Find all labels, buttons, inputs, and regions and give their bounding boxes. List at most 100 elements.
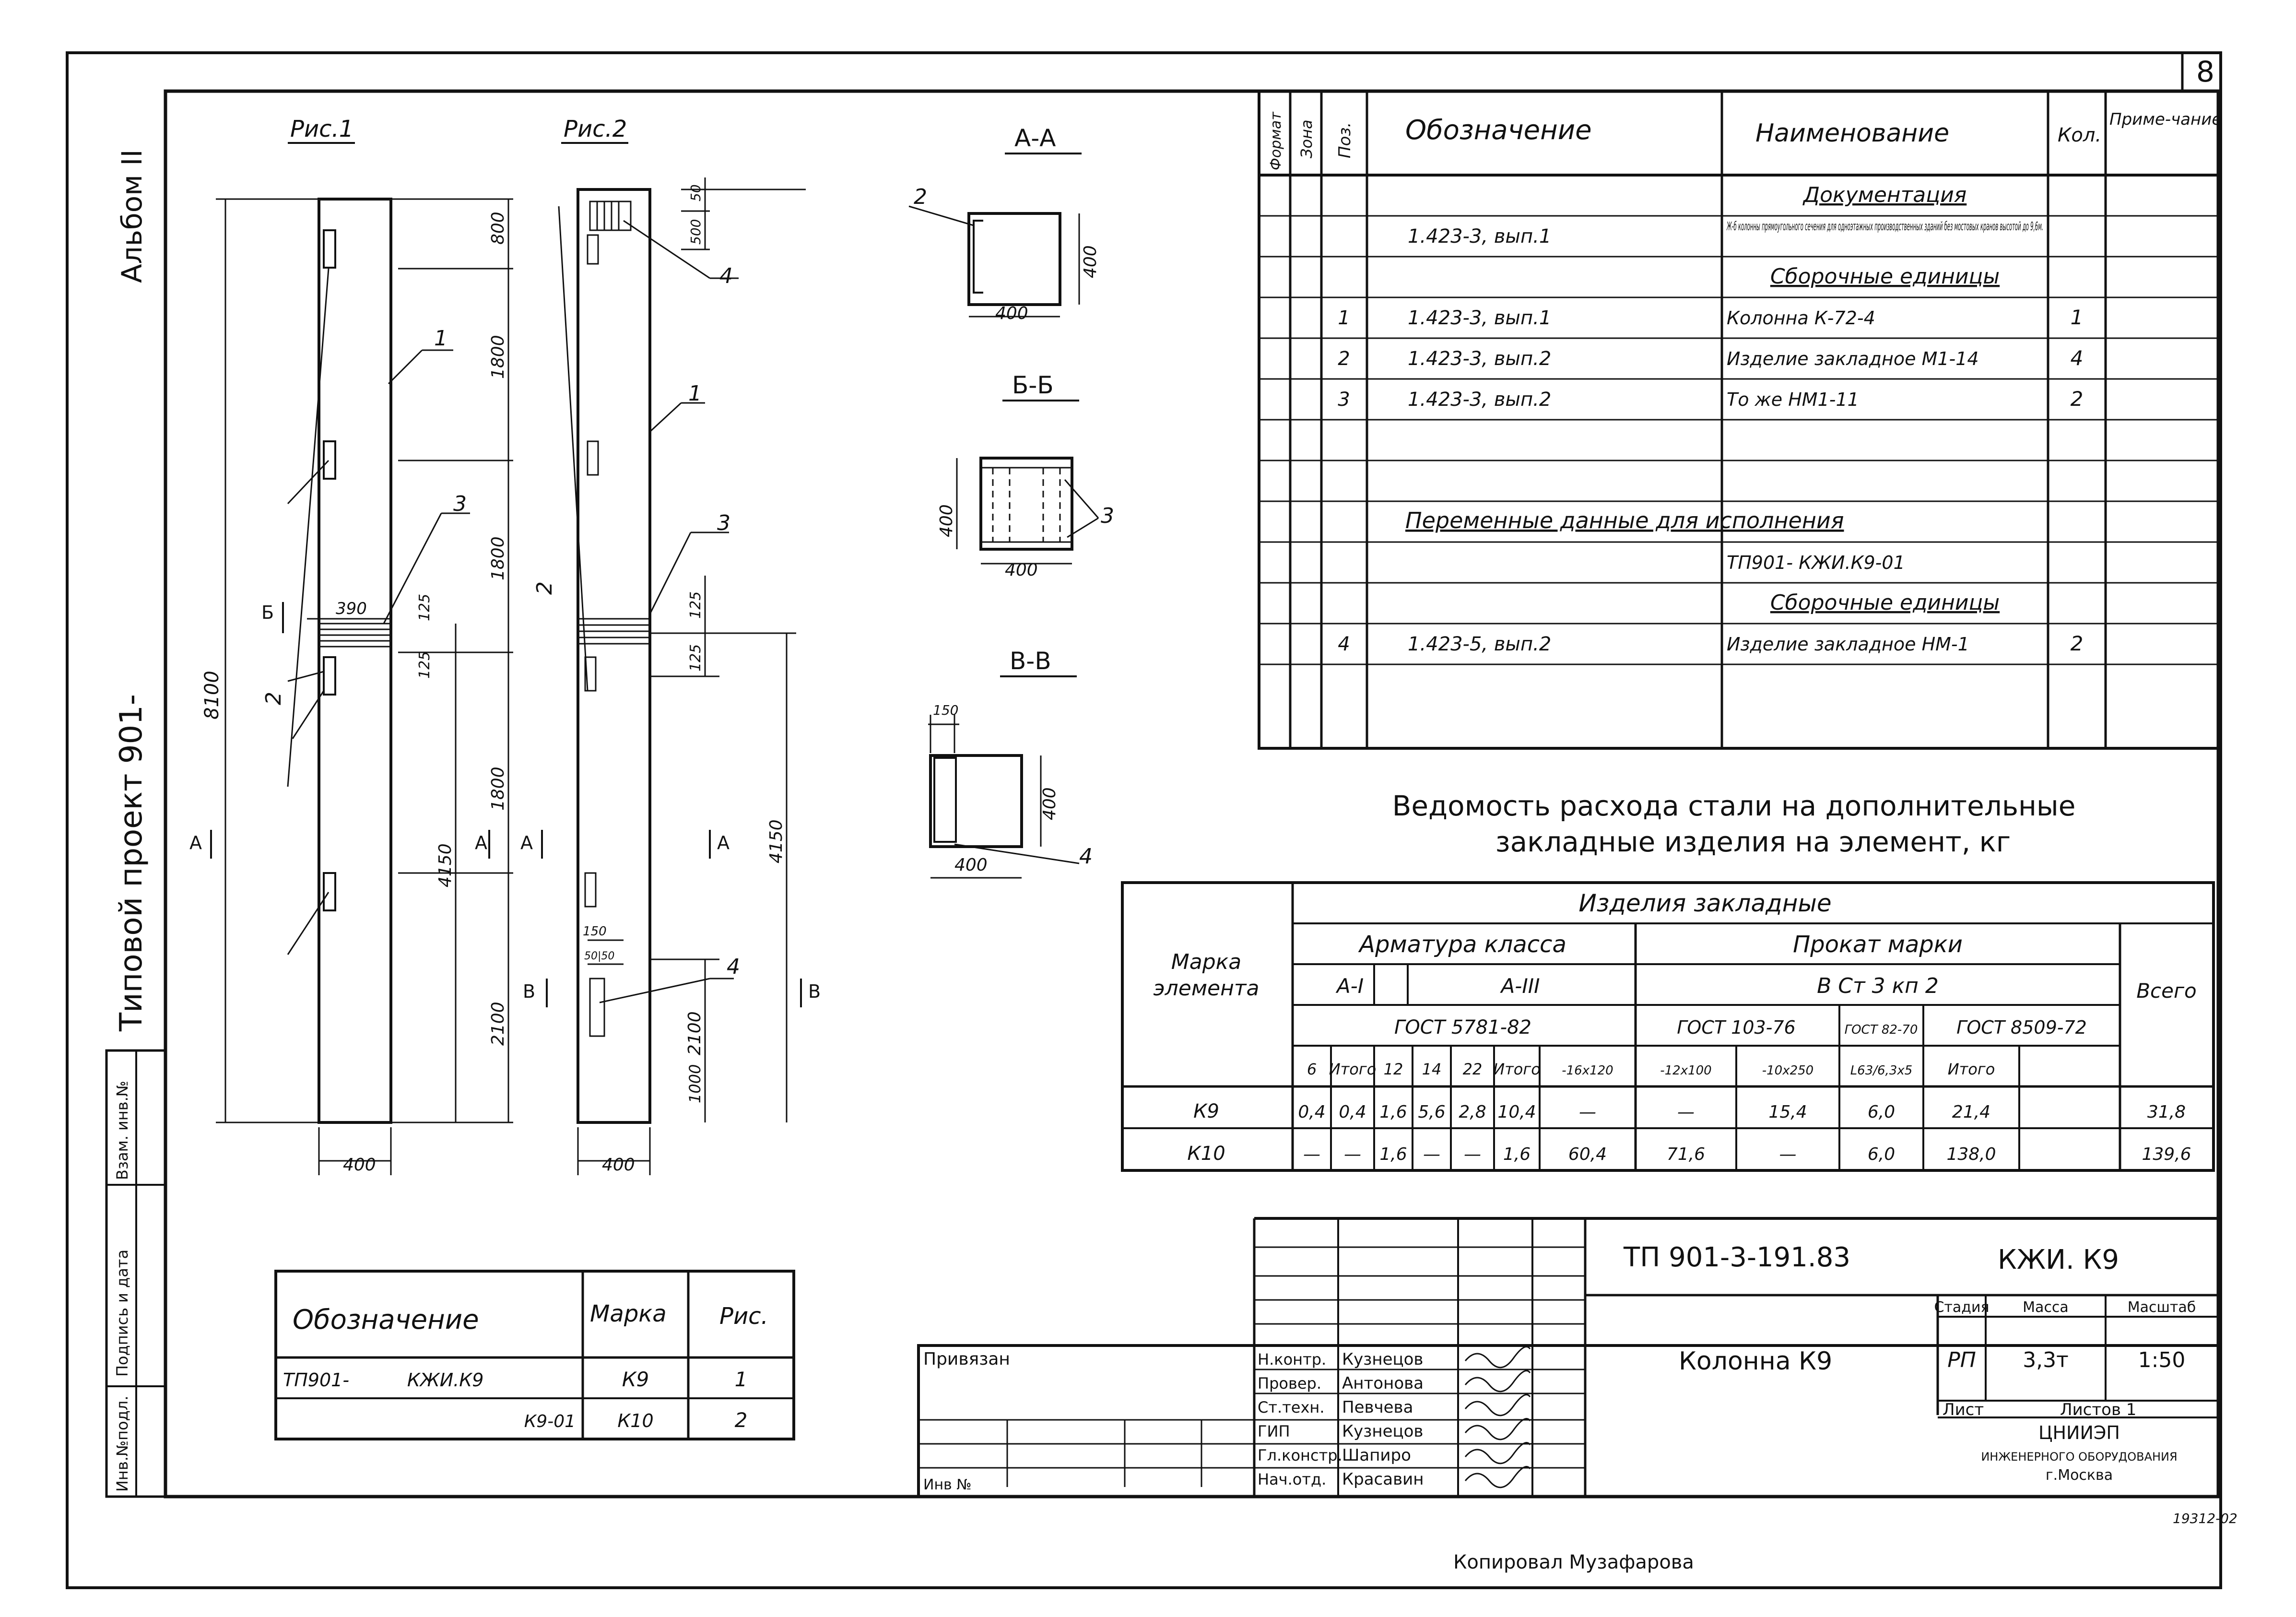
section-aa-dim-width: 400 [995,304,1028,323]
fig1-dim-2100: 2100 [488,1002,508,1046]
signature-scribble [1464,1394,1531,1416]
spec-row-designation: 1.423-3, вып.1 [1408,307,1551,329]
steel-subheader: Итого [1329,1060,1377,1078]
fig2-section-a-right: А [717,832,730,853]
fig2-dim-5050: 50|50 [584,950,614,962]
section-bb-title: Б-Б [1012,371,1054,399]
fig1-embedded-plates [319,229,391,911]
section-vv-dim-150: 150 [933,702,958,718]
fig2-section-marks: А А В В [520,830,821,1007]
sign-role: Провер. [1258,1374,1321,1393]
spec-row-heading: Сборочные единицы [1770,264,2000,289]
fig2-dim-125-a: 125 [687,591,704,619]
title-h-scale: Масштаб [2128,1299,2196,1316]
marks-row2-designation: К9-01 [524,1412,576,1431]
spec-header-name: Наименование [1755,119,1949,148]
marks-row1-fig: 1 [735,1368,748,1391]
section-aa-callout-2: 2 [914,185,927,209]
steel-cell: — [1344,1145,1361,1164]
section-aa-title: А-А [1014,124,1056,152]
column-k9-outline [318,198,392,1124]
title-inv: Инв № [923,1476,971,1493]
spec-table: Формат Зона Поз. Обозначение Наименовани… [1258,90,2222,750]
marks-row1-designation: ТП901- КЖИ.К9 [283,1369,483,1391]
fig1-dimensions [216,198,513,1175]
fig2-callout-2: 2 [532,581,557,595]
fig2-dim-400: 400 [602,1155,635,1175]
steel-row-mark: К10 [1187,1143,1225,1165]
sign-name: Кузнецов [1342,1422,1423,1441]
steel-cell: 21,4 [1952,1102,1990,1122]
steel-cell: 15,4 [1768,1102,1807,1122]
fig1-callout-2: 2 [261,692,286,705]
steel-cell: 1,6 [1379,1145,1407,1164]
steel-h-rebar: Арматура класса [1358,931,1566,958]
steel-cell: 6,0 [1868,1102,1895,1122]
fig1-dim-390: 390 [336,599,367,618]
fig1-section-b-left: Б [261,602,274,623]
fig2-dim-500: 500 [688,219,704,245]
marks-header-mark: Марка [590,1300,667,1327]
footer-copy: Копировал Музафарова [1453,1551,1694,1573]
signature-scribble [1464,1466,1531,1488]
steel-subheader: 6 [1307,1060,1317,1078]
steel-h-a3: А-III [1499,974,1540,998]
spec-header-zone: Зона [1297,119,1316,158]
steel-cell: 60,4 [1568,1145,1607,1164]
spec-header-format: Формат [1268,111,1284,170]
steel-cell: 1,6 [1379,1102,1407,1122]
sign-name: Красавин [1342,1470,1424,1489]
fig1-dim-8100: 8100 [201,671,223,720]
spec-row-name: Изделие закладное НМ-1 [1727,634,1969,655]
steel-h-items: Изделия закладные [1578,889,1831,917]
fig2-section-v-left: В [523,981,535,1002]
title-org-3: г.Москва [2046,1467,2113,1484]
fig2-dim-4150: 4150 [766,819,786,863]
fig2-callout-4b: 4 [727,955,740,979]
fig1-dim-125-a: 125 [416,594,433,621]
fig1-dim-4150: 4150 [436,843,455,887]
fig1-leaders [287,268,470,955]
spec-row-name: То же НМ1-11 [1727,389,1859,410]
steel-cell: — [1779,1145,1797,1164]
title-h-mass: Масса [2023,1299,2069,1316]
fig2-section-v-right: В [808,981,821,1002]
steel-cell: — [1464,1145,1481,1164]
sign-name: Шапиро [1342,1446,1411,1465]
fig1-section-a-right: А [475,832,487,853]
steel-cell: 6,0 [1868,1145,1895,1164]
fig2-dim-125-b: 125 [687,644,704,672]
title-org-2: ИНЖЕНЕРНОГО ОБОРУДОВАНИЯ [1981,1450,2177,1464]
title-mass: 3,3т [2023,1348,2069,1372]
spec-row-qty: 1 [2071,306,2084,329]
fig2-dim-2100: 2100 [685,1011,705,1055]
steel-h-mark-1: Марка [1171,950,1241,974]
spec-row-qty: 2 [2071,632,2084,655]
steel-title-line1: Ведомость расхода стали на дополнительны… [1392,790,2076,822]
marks-header-designation: Обозначение [293,1304,479,1335]
fig1-dim-1800-b: 1800 [488,536,508,580]
title-name: Колонна К9 [1679,1347,1832,1376]
side-titles: Альбом II Типовой проект 901- Инв.№подл.… [105,149,167,1498]
steel-subheader: 12 [1384,1060,1403,1078]
title-sheet-label: Лист [1943,1400,1984,1419]
steel-cell: 138,0 [1946,1145,1996,1164]
stamp-inv-podl: Инв.№подл. [113,1396,131,1492]
sign-role: ГИП [1258,1422,1290,1440]
spec-row-doc-name: Ж-б колонны прямоугольного сечения для о… [1726,219,2043,233]
section-aa: А-А 2 400 400 [908,124,1100,323]
spec-row-pos: 1 [1338,307,1350,329]
signature-scribble [1464,1370,1531,1393]
steel-cell: 1,6 [1503,1145,1531,1164]
steel-cell: 0,4 [1339,1102,1366,1122]
spec-row-pos: 2 [1338,348,1350,370]
steel-subheader: 22 [1463,1060,1483,1078]
section-vv-title: В-В [1010,647,1051,675]
steel-h-a1: А-I [1335,974,1364,998]
spec-row-qty: 4 [2071,346,2084,370]
album-title: Альбом II [116,149,148,283]
steel-cell: 5,6 [1418,1102,1445,1122]
title-stage: РП [1947,1348,1976,1372]
steel-h-gost8509: ГОСТ 8509-72 [1956,1017,2087,1038]
